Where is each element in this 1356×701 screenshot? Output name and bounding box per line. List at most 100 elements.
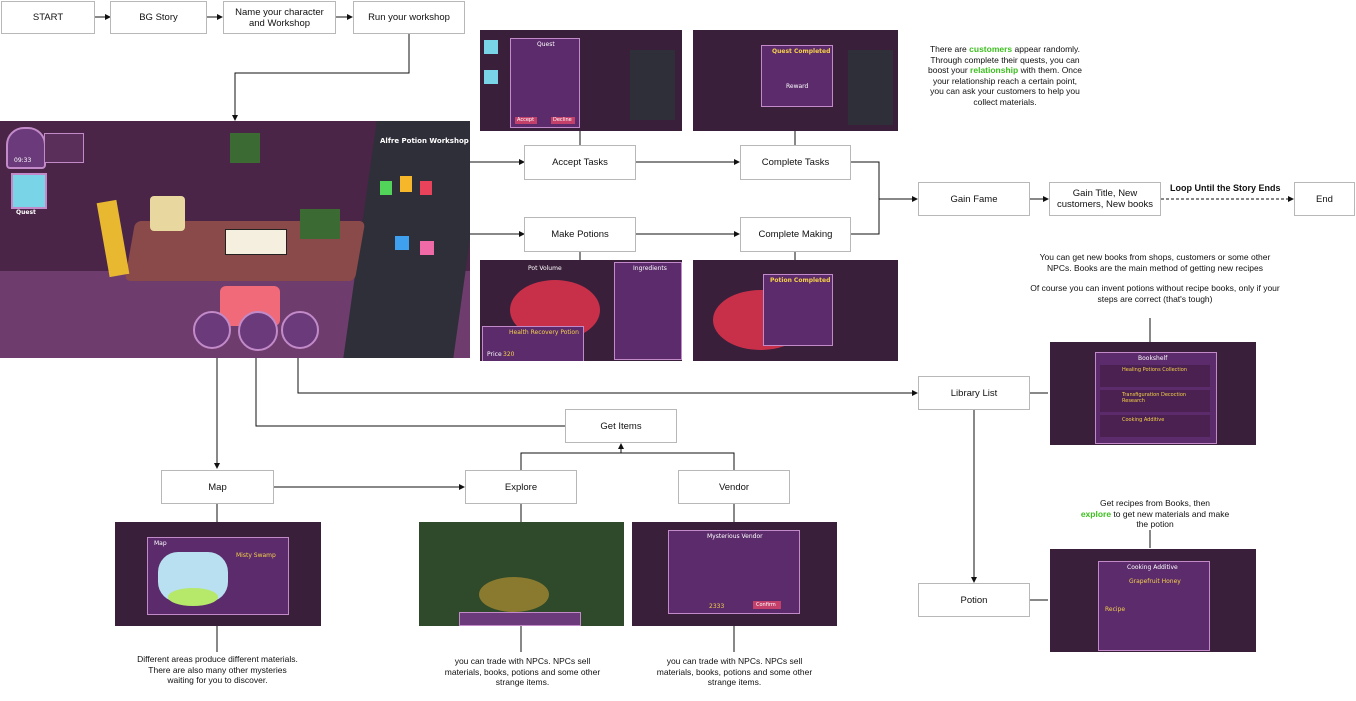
candles-icon [150,196,185,231]
potion-node: Potion [918,583,1030,617]
map-screenshot: Map Misty Swamp [115,522,321,626]
library-list-node: Library List [918,376,1030,410]
shelf [630,50,675,120]
loop-label: Loop Until the Story Ends [1170,183,1281,193]
start-node: START [1,1,95,34]
library-list-label: Library List [950,387,998,399]
decline-button[interactable]: Decline [551,117,575,124]
books-note-line-1: You can get new books from shops, custom… [1039,252,1271,273]
recipe-label: Recipe [1105,606,1126,613]
status-panel [44,133,84,163]
explore-screenshot [419,522,624,626]
explore-label: Explore [504,481,538,493]
pot-volume-label: Pot Volume [528,265,562,272]
broom-icon [96,199,130,278]
vendor-panel: Mysterious Vendor 2333 Confirm [668,530,800,614]
potion-completed-panel: Potion Completed [763,274,833,346]
workshop-title: Alfre Potion Workshop [380,137,469,145]
map-panel: Map Misty Swamp [147,537,289,615]
jar-icon [380,181,392,195]
bookshelf-screenshot: Bookshelf Healing Potions Collection Tra… [1050,342,1256,445]
complete-tasks-label: Complete Tasks [761,157,830,168]
potion-completed-screenshot: Potion Completed [693,260,898,361]
confirm-button[interactable]: Confirm [753,601,781,609]
map-note: Different areas produce different materi… [137,654,298,685]
time-label: 09:33 [14,157,32,164]
book-row[interactable]: Healing Potions Collection [1100,365,1210,387]
cauldron-button-icon[interactable] [238,311,278,351]
gain-title-label: Gain Title, New customers, New books [1056,188,1154,210]
book-stack-icon [300,209,340,239]
accept-button[interactable]: Accept [515,117,537,124]
broom-button-icon[interactable] [193,311,231,349]
gain-fame-node: Gain Fame [918,182,1030,216]
shelf [848,50,893,125]
recipe-item-name: Grapefruit Honey [1129,578,1181,585]
jar-icon [395,236,409,250]
book-row[interactable]: Cooking Additive [1100,415,1210,437]
potion-completed-title: Potion Completed [770,277,831,284]
quest-completed-screenshot: Quest Completed Reward [693,30,898,131]
price-value: 320 [503,351,515,358]
accept-tasks-node: Accept Tasks [524,145,636,180]
quest-title: Quest [537,41,555,48]
map-title: Map [154,540,167,547]
ingredients-title: Ingredients [633,265,667,272]
bg-story-node: BG Story [110,1,207,34]
library-button-icon[interactable] [281,311,319,349]
book-stack-icon [230,133,260,163]
jar-icon [420,241,434,255]
vendor-screenshot: Mysterious Vendor 2333 Confirm [632,522,837,626]
map-region[interactable] [168,588,218,606]
quest-completed-panel: Quest Completed Reward [761,45,833,107]
accept-tasks-label: Accept Tasks [552,157,608,168]
forest-path [479,577,549,612]
reward-label: Reward [786,83,809,90]
vendor-label: Vendor [718,481,750,493]
recipe-title: Cooking Additive [1127,564,1178,571]
recipe-panel: Cooking Additive Grapefruit Honey Recipe [1098,561,1210,651]
quest-label: Quest [16,209,36,216]
jar-icon [400,176,412,192]
potion-name: Health Recovery Potion [509,329,579,336]
run-workshop-node: Run your workshop [353,1,465,34]
name-character-label: Name your character and Workshop [235,6,324,29]
vendor-node: Vendor [678,470,790,504]
map-label: Map [208,481,227,493]
ingredients-panel: Ingredients [614,262,682,360]
recipe-screenshot: Cooking Additive Grapefruit Honey Recipe [1050,549,1256,652]
potion-info-panel: Health Recovery Potion Price 320 [482,326,584,361]
books-note: You can get new books from shops, custom… [1030,252,1280,304]
complete-making-node: Complete Making [740,217,851,252]
end-node: End [1294,182,1355,216]
bookshelf-panel: Bookshelf Healing Potions Collection Tra… [1095,352,1217,444]
customer-avatar[interactable] [11,173,47,209]
get-items-label: Get Items [600,420,642,432]
books-note-line-2: Of course you can invent potions without… [1030,283,1280,304]
area-name: Misty Swamp [236,552,276,559]
start-label: START [32,12,64,23]
price-label: Price [487,351,502,358]
complete-making-label: Complete Making [758,229,833,240]
quest-panel: Quest Accept Decline [510,38,580,128]
open-book-icon [225,229,287,255]
explore-node: Explore [465,470,577,504]
bg-story-label: BG Story [139,12,178,23]
customer-avatar [484,70,498,84]
explore-note: you can trade with NPCs. NPCs sell mater… [444,656,601,687]
jar-icon [420,181,432,195]
name-character-node: Name your character and Workshop [223,1,336,34]
book-row[interactable]: Transfiguration Decoction Research [1100,390,1210,412]
workshop-screenshot: 09:33 Quest Alfre Potion Workshop [0,121,470,358]
end-label: End [1316,193,1333,205]
gain-fame-label: Gain Fame [950,193,998,205]
vendor-note: you can trade with NPCs. NPCs sell mater… [656,656,813,687]
gold-amount: 2333 [709,603,725,610]
get-items-node: Get Items [565,409,677,443]
run-workshop-label: Run your workshop [368,12,450,23]
bookshelf-title: Bookshelf [1138,355,1168,362]
complete-tasks-node: Complete Tasks [740,145,851,180]
quest-screenshot: Quest Accept Decline [480,30,682,131]
potion-label: Potion [960,594,988,606]
